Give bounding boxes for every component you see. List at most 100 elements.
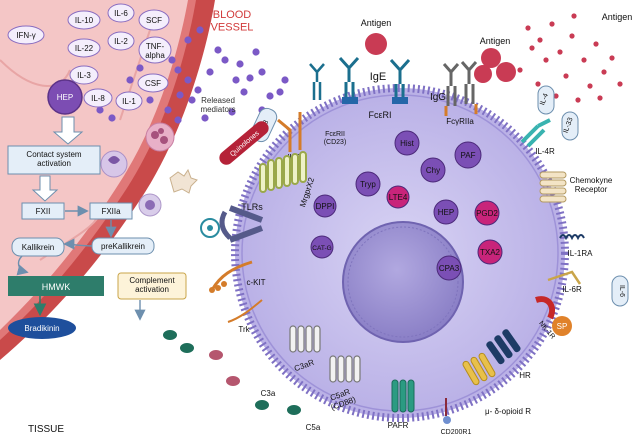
granule — [310, 235, 334, 259]
contact-system-box — [7, 145, 101, 175]
c5a-label: C5a — [306, 423, 321, 432]
mediator-dot — [281, 76, 289, 84]
mediator-dot — [194, 86, 202, 94]
mediator-dot — [164, 106, 172, 114]
hep-node: HEP — [57, 93, 73, 102]
cytokine-bubble — [67, 38, 101, 58]
il33-pill — [561, 111, 579, 141]
granule — [394, 130, 420, 156]
hr-label: HR — [519, 371, 531, 380]
mediator-dot — [236, 60, 244, 68]
antigen-particle — [537, 37, 543, 43]
antigen-particle — [609, 55, 615, 61]
bradykinin-label: Bradikinin — [24, 324, 59, 333]
granule-label: DPPI — [316, 202, 335, 211]
tlr-receptor — [200, 205, 264, 243]
opioid-receptor — [462, 352, 496, 386]
cytokine-label: IL-8 — [91, 94, 105, 103]
c3a-label: C3a — [261, 389, 276, 398]
antigen-particle — [549, 21, 555, 27]
cytokine-bubble — [107, 31, 135, 51]
nucleus — [342, 221, 464, 343]
mediator-dot — [258, 68, 266, 76]
cytokine-label: TNF-alpha — [145, 42, 165, 60]
opioid-label: μ- δ-opioid R — [485, 407, 531, 416]
antigen-particle — [517, 67, 523, 73]
mediator-dot — [201, 114, 209, 122]
antigen-dot — [365, 33, 387, 55]
cytokine-label: CSF — [145, 79, 161, 88]
cytokine-label: IL-3 — [77, 71, 91, 80]
mediator-dot — [184, 36, 192, 44]
granule-label: Tryp — [360, 180, 376, 189]
igg-label: IgG — [430, 92, 446, 103]
antigen-cloud — [517, 13, 623, 103]
granule-label: Chy — [426, 166, 440, 175]
mediator-dot — [136, 64, 144, 72]
tlrs-label: TLRs — [241, 202, 263, 212]
mediator-dot — [246, 74, 254, 82]
hmwk-box — [8, 276, 104, 296]
mediator-dot — [126, 76, 134, 84]
mediator-dot — [232, 76, 240, 84]
mediator-dot — [228, 108, 236, 116]
antigen-particle — [525, 25, 531, 31]
kallikrein-box — [11, 237, 65, 257]
mediator-dot — [252, 48, 260, 56]
prekallikrein-label: preKallikrein — [101, 242, 145, 251]
antigen-particle — [535, 81, 541, 87]
il6-label: IL-6 — [618, 285, 625, 297]
fcgr-label: FcγRIIa — [446, 117, 474, 126]
granule-label: PGD2 — [476, 209, 498, 218]
mediator-dot — [108, 114, 116, 122]
fxii-box — [21, 202, 65, 220]
granule-label: PAF — [461, 151, 476, 160]
fxii-label: FXII — [36, 207, 51, 216]
il1ra-receptor — [559, 234, 585, 241]
antigen-particle — [575, 97, 581, 103]
mediator-dot — [276, 88, 284, 96]
granule-label: LTE4 — [389, 193, 408, 202]
cytokine-bubble — [115, 91, 143, 111]
chemokyne-receptor — [539, 171, 567, 203]
granule — [420, 157, 446, 183]
antigen-particle — [557, 49, 563, 55]
granule-label: CPA3 — [439, 264, 460, 273]
cytokine-bubble — [137, 73, 169, 93]
mediator-dot — [176, 91, 184, 99]
granule-label: HEP — [438, 208, 454, 217]
granule-label: TXA2 — [480, 248, 501, 257]
antigen-particle — [543, 57, 549, 63]
mediator-dot — [266, 92, 274, 100]
trk-receptor — [227, 299, 263, 323]
antigen-particle — [553, 93, 559, 99]
mediator-dot — [96, 106, 104, 114]
mediator-dot — [214, 46, 222, 54]
trk-label: Trk — [238, 325, 250, 334]
granule — [474, 200, 500, 226]
fceri-label: FcεRI — [368, 110, 391, 120]
il1ra-label: IL-1RA — [568, 249, 594, 258]
c3ar-receptor — [289, 325, 321, 353]
antigen-particle — [597, 95, 603, 101]
il6r-label: IL-6R — [562, 285, 582, 294]
blood-cells — [100, 122, 198, 217]
mediator-dot — [188, 96, 196, 104]
il6-pill — [611, 275, 629, 307]
pafr-label: PAFR — [388, 421, 409, 430]
antigen-particle — [563, 73, 569, 79]
cytokine-label: IL-1 — [122, 97, 136, 106]
cytokine-bubble — [69, 65, 99, 85]
granule — [355, 171, 381, 197]
complement-box — [117, 272, 187, 300]
hr-receptor — [486, 329, 521, 365]
antigen-particle — [571, 13, 577, 19]
granule-label: CAT-G — [312, 245, 331, 252]
cytokine-label: IFN-γ — [16, 31, 36, 40]
